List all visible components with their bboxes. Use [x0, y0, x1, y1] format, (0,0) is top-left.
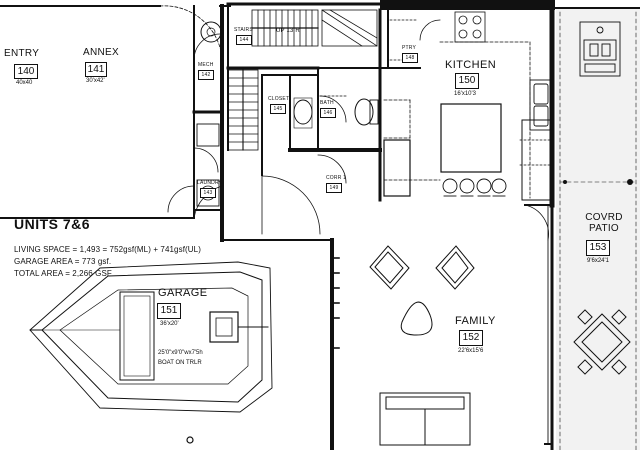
kitchen-counter-left: [383, 139, 411, 197]
room-label-mech: MECH: [198, 62, 214, 68]
boat-trailer: [29, 261, 273, 413]
room-label-pantry: PTRY: [402, 45, 417, 51]
patio-slab: [556, 8, 640, 450]
room-label-annex: ANNEX: [83, 47, 119, 58]
room-number-pantry: 148: [402, 53, 418, 63]
room-number-patio: 153: [586, 240, 610, 256]
range: [454, 11, 486, 43]
floor-drain: [186, 436, 194, 444]
garage-wall-studs: [332, 257, 340, 349]
stair-run-lower: [227, 69, 259, 151]
room-dims-entry: 40x40: [16, 80, 33, 86]
wall-top-right: [380, 0, 555, 10]
bath-sink: [293, 99, 313, 125]
stair-run-upper: [251, 9, 319, 47]
coffee-table: [400, 301, 433, 336]
armchair-left: [369, 245, 410, 290]
room-label-kitchen: KITCHEN: [445, 59, 497, 71]
room-label-garage: GARAGE: [158, 287, 208, 299]
sofa: [379, 392, 471, 446]
room-number-family: 152: [459, 330, 483, 346]
door-entry: [159, 5, 223, 71]
room-number-stairs: 144: [236, 35, 252, 45]
room-label-bath: BATH: [320, 100, 334, 106]
room-label-closet: CLOSET: [268, 96, 290, 102]
kitchen-island: [440, 103, 502, 173]
stair-direction-label: UP 13 R: [276, 28, 300, 34]
room-dims-family: 22'6x15'6: [458, 348, 484, 354]
room-label-family: FAMILY: [455, 315, 496, 327]
room-dims-garage: 36'x20': [160, 321, 179, 327]
boat-dims: 25'0"x9'0"wx7'5h: [158, 350, 203, 356]
summary-garage-area: GARAGE AREA = 773 gsf.: [14, 257, 112, 266]
room-number-corridor: 149: [326, 183, 342, 193]
water-heater: [200, 21, 222, 43]
kitchen-sink: [529, 79, 551, 131]
room-number-entry: 140: [14, 64, 38, 79]
room-number-mech: 142: [198, 70, 214, 80]
washer: [196, 123, 220, 147]
summary-living-space: LIVING SPACE = 1,493 = 752gsf(ML) + 741g…: [14, 245, 201, 254]
units-title: UNITS 7&6: [14, 216, 91, 232]
room-label-entry: ENTRY: [4, 48, 40, 59]
room-label-laundry: LAUNDRY: [197, 180, 223, 186]
summary-total-area: TOTAL AREA = 2,266 GSF: [14, 269, 112, 278]
room-label-corridor: CORR 1: [326, 175, 347, 181]
room-dims-kitchen: 16'x10'3: [454, 91, 476, 97]
door-corridor: [317, 154, 347, 184]
outdoor-grill: [579, 21, 621, 77]
room-number-closet: 145: [270, 104, 286, 114]
patio-table: [573, 309, 631, 375]
door-pantry: [419, 19, 441, 41]
door-garage-entry: [261, 175, 321, 235]
stair-landing: [321, 9, 378, 47]
room-label-stairs: STAIRS: [234, 27, 253, 33]
armchair-right: [435, 245, 475, 290]
room-number-garage: 151: [157, 303, 181, 319]
door-garage-side: [193, 185, 223, 219]
room-number-annex: 141: [85, 62, 107, 77]
door-family-patio: [524, 204, 549, 241]
boat-label: BOAT ON TRLR: [158, 360, 202, 366]
room-label-patio: COVRD PATIO: [585, 212, 623, 234]
toilet: [354, 98, 374, 126]
room-number-kitchen: 150: [455, 73, 479, 89]
room-number-bath: 146: [320, 108, 336, 118]
room-dims-annex: 30'x42': [86, 78, 105, 84]
door-laundry-side: [167, 185, 195, 213]
kitchen-counter-right: [521, 119, 551, 201]
bar-stools: [442, 178, 507, 197]
dryer: [196, 179, 220, 207]
room-dims-patio: 9'6x24'1: [587, 258, 609, 264]
room-number-laundry: 143: [200, 188, 216, 198]
door-laundry: [193, 147, 219, 173]
